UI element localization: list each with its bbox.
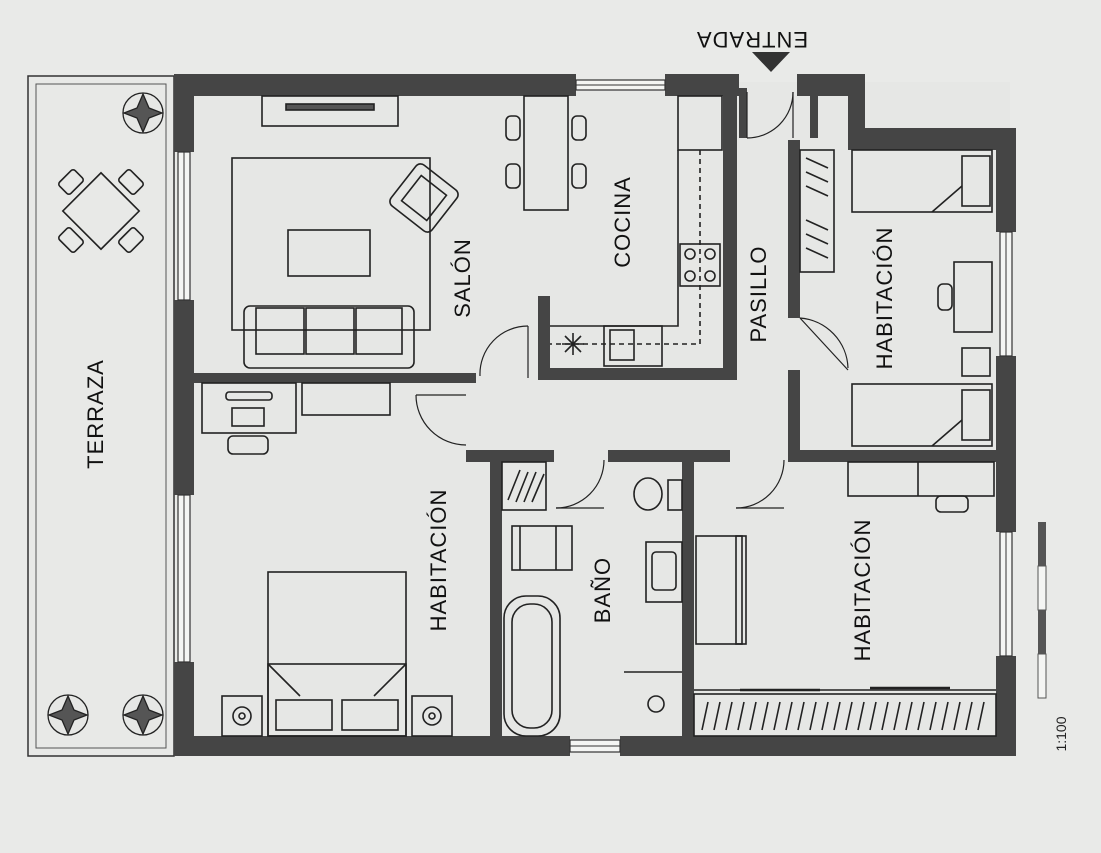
interior-floor	[180, 82, 1010, 750]
bedroom-ne-label: HABITACIÓN	[872, 227, 897, 370]
bedroom-se-label: HABITACIÓN	[850, 519, 875, 662]
scale-label: 1:100	[1053, 716, 1069, 751]
entrance-label: ENTRADA	[696, 27, 808, 52]
plant-icon	[122, 92, 164, 134]
bathroom-label: BAÑO	[590, 557, 615, 623]
hallway-label: PASILLO	[746, 245, 771, 342]
bedroom-ne-furniture	[799, 149, 993, 447]
scale-bar	[1037, 522, 1047, 699]
entrance-arrow-icon	[752, 52, 790, 72]
bedroom-w-furniture	[201, 382, 453, 737]
plant-icon	[122, 694, 164, 736]
terrace-floor	[27, 75, 175, 757]
doors	[415, 91, 849, 509]
salon-furniture	[231, 95, 459, 369]
kitchen-furniture	[505, 95, 723, 367]
plant-icon	[47, 694, 89, 736]
terrace-inner-line	[35, 83, 167, 749]
kitchen-label: COCINA	[610, 176, 635, 268]
bathroom-furniture	[501, 461, 683, 737]
salon-label: SALÓN	[450, 238, 475, 318]
terrace-label: TERRAZA	[83, 359, 108, 469]
terrace-table-set	[58, 169, 144, 253]
bedroom-se-furniture	[693, 461, 997, 737]
windows	[177, 79, 1013, 753]
walls	[174, 74, 1016, 756]
bedroom-w-label: HABITACIÓN	[426, 489, 451, 632]
